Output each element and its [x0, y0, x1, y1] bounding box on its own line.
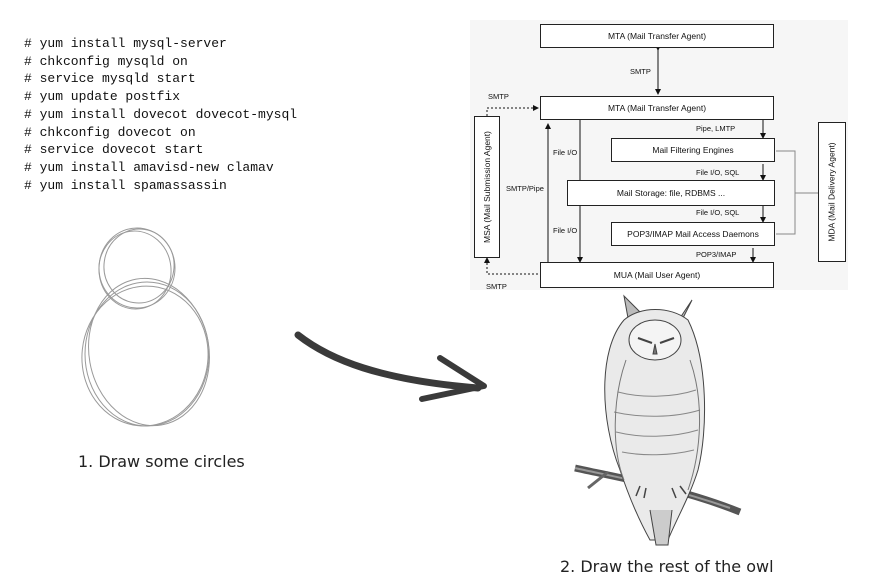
big-arrow-icon [294, 331, 487, 402]
label-fileio-upper: File I/O [553, 148, 578, 157]
command-list: # yum install mysql-server # chkconfig m… [24, 35, 297, 194]
msa-box: MSA (Mail Submission Agent) [474, 116, 500, 258]
circles-sketch [81, 227, 210, 427]
pop-imap-box: POP3/IMAP Mail Access Daemons [611, 222, 775, 246]
mta-top-box: MTA (Mail Transfer Agent) [540, 24, 774, 48]
command-line: # yum install mysql-server [24, 36, 227, 51]
mua-box: MUA (Mail User Agent) [540, 262, 774, 288]
mail-storage-box: Mail Storage: file, RDBMS ... [567, 180, 775, 206]
label-fileio-sql-2: File I/O, SQL [696, 208, 740, 217]
command-line: # yum update postfix [24, 89, 181, 105]
caption-step-1: 1. Draw some circles [78, 452, 245, 471]
command-line: # chkconfig dovecot on [24, 124, 196, 140]
owl-illustration [574, 294, 742, 546]
command-line: # yum install spamassassin [24, 177, 227, 193]
label-smtp-pipe: SMTP/Pipe [506, 184, 544, 193]
label-smtp-topleft: SMTP [488, 92, 509, 101]
label-smtp-center: SMTP [630, 67, 651, 76]
command-line: # yum install amavisd-new clamav [24, 159, 274, 175]
label-smtp-bottomleft: SMTP [486, 282, 507, 291]
command-line: # yum install dovecot dovecot-mysql [24, 106, 298, 122]
mail-filtering-box: Mail Filtering Engines [611, 138, 775, 162]
mta-main-box: MTA (Mail Transfer Agent) [540, 96, 774, 120]
label-pop3imap: POP3/IMAP [696, 250, 737, 259]
command-line: # service mysqld start [24, 71, 196, 87]
label-fileio-lower: File I/O [553, 226, 578, 235]
mda-label: MDA (Mail Delivery Agent) [827, 142, 838, 242]
mail-architecture-diagram: MTA (Mail Transfer Agent) MTA (Mail Tran… [470, 20, 848, 291]
command-line: # service dovecot start [24, 142, 204, 158]
label-pipe-lmtp: Pipe, LMTP [696, 124, 736, 133]
caption-step-2: 2. Draw the rest of the owl [560, 557, 774, 576]
command-line: # chkconfig mysqld on [24, 53, 188, 69]
label-fileio-sql-1: File I/O, SQL [696, 168, 740, 177]
mda-box: MDA (Mail Delivery Agent) [818, 122, 846, 262]
msa-label: MSA (Mail Submission Agent) [482, 131, 492, 243]
